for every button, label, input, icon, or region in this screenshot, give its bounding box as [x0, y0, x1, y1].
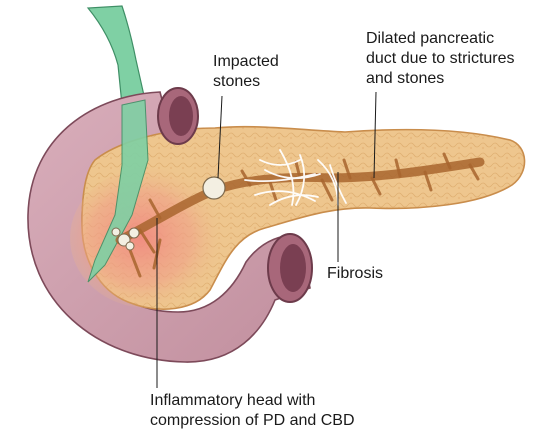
stone-icon	[126, 242, 134, 250]
duodenum-lumen-lower-inner	[280, 244, 306, 292]
inflammatory-head-line-1: Inflammatory head with	[150, 391, 355, 411]
fibrosis-label: Fibrosis	[327, 264, 383, 284]
common-bile-duct-upper	[88, 6, 145, 105]
dilated-duct-line-3: and stones	[366, 69, 515, 89]
fibrosis-line-1: Fibrosis	[327, 264, 383, 284]
stone-icon	[112, 228, 120, 236]
dilated-duct-line-1: Dilated pancreatic	[366, 29, 515, 49]
stone-icon	[129, 228, 139, 238]
dilated-duct-label: Dilated pancreatic duct due to stricture…	[366, 29, 515, 89]
impacted-stones-line-2: stones	[213, 72, 279, 92]
inflammatory-head-line-2: compression of PD and CBD	[150, 411, 355, 430]
impacted-stones-line-1: Impacted	[213, 52, 279, 72]
dilated-duct-line-2: duct due to strictures	[366, 49, 515, 69]
duodenum-lumen-upper-inner	[169, 96, 193, 136]
inflammatory-head-label: Inflammatory head with compression of PD…	[150, 391, 355, 430]
impacted-stones-label: Impacted stones	[213, 52, 279, 92]
stone-icon	[203, 177, 225, 199]
